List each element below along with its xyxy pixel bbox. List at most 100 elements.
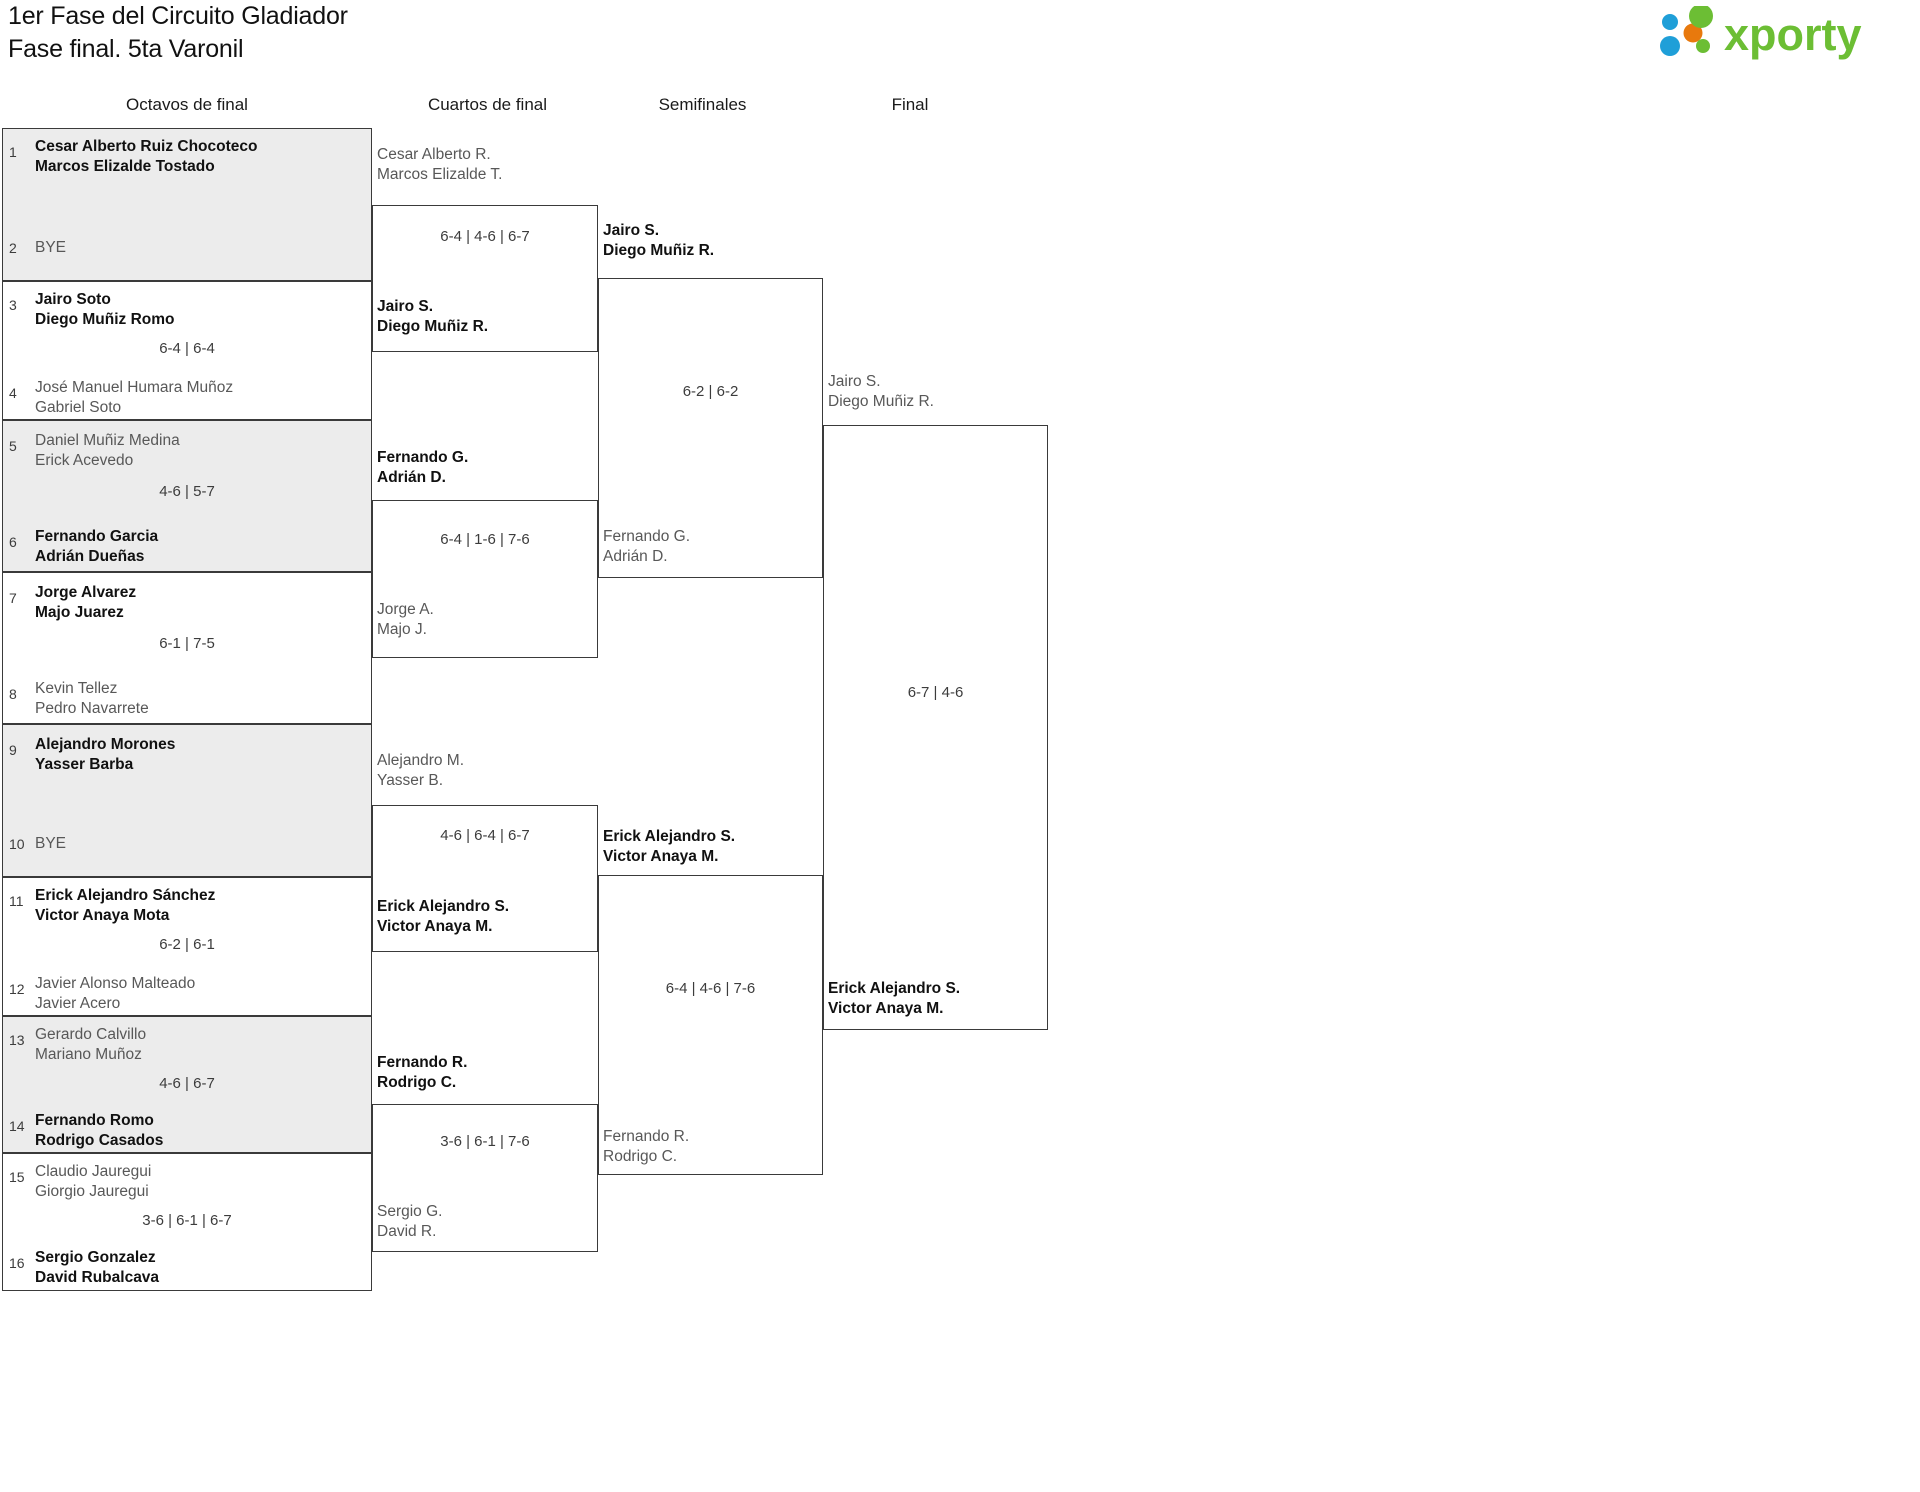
player-2: Yasser Barba: [35, 755, 134, 773]
sf-1-team-bottom[interactable]: Fernando G. Adrián D.: [603, 527, 690, 567]
qf-3-team-top[interactable]: Alejandro M. Yasser B.: [377, 751, 464, 791]
r16-match-7[interactable]: 13 Gerardo Calvillo Mariano Muñoz 4-6 | …: [2, 1016, 372, 1153]
r16-slot-2[interactable]: 2 BYE: [3, 231, 371, 258]
r16-slot-5[interactable]: 5 Daniel Muñiz Medina Erick Acevedo: [3, 429, 371, 471]
player-1: Jorge Alvarez: [35, 584, 137, 601]
final-score: 6-7 | 4-6: [907, 684, 964, 701]
player-1: Fernando Garcia: [35, 528, 159, 545]
player-1: BYE: [35, 239, 67, 256]
player-1: Cesar Alberto Ruiz Chocoteco: [35, 138, 258, 155]
player-1: Claudio Jauregui: [35, 1163, 152, 1180]
qf-4-team-bottom[interactable]: Sergio G. David R.: [377, 1202, 442, 1242]
player-1: Fernando G.: [377, 449, 469, 466]
player-2: Majo Juarez: [35, 603, 124, 621]
r16-slot-14[interactable]: 14 Fernando Romo Rodrigo Casados: [3, 1109, 371, 1151]
team-names: Gerardo Calvillo Mariano Muñoz: [35, 1023, 146, 1065]
seed-number: 4: [9, 385, 17, 401]
player-1: Fernando Romo: [35, 1112, 154, 1129]
logo-dot-green-big: [1689, 4, 1713, 28]
r16-slot-16[interactable]: 16 Sergio Gonzalez David Rubalcava: [3, 1246, 371, 1288]
team-names: Daniel Muñiz Medina Erick Acevedo: [35, 429, 180, 471]
final-team-top[interactable]: Jairo S. Diego Muñiz R.: [828, 372, 934, 412]
r16-slot-12[interactable]: 12 Javier Alonso Malteado Javier Acero: [3, 972, 371, 1014]
player-1: Jairo S.: [377, 298, 433, 315]
player-2: Giorgio Jauregui: [35, 1182, 149, 1200]
player-2: Adrián D.: [603, 547, 668, 565]
player-1: Cesar Alberto R.: [377, 146, 491, 163]
qf-3-connector: [372, 805, 598, 952]
r16-match-5[interactable]: 9 Alejandro Morones Yasser Barba 10 BYE: [2, 724, 372, 877]
player-2: Pedro Navarrete: [35, 699, 149, 717]
sf-2-score: 6-4 | 4-6 | 7-6: [665, 980, 756, 997]
team-names: Fernando Romo Rodrigo Casados: [35, 1109, 163, 1151]
title-line-2: Fase final. 5ta Varonil: [8, 35, 244, 63]
r16-match-1[interactable]: 1 Cesar Alberto Ruiz Chocoteco Marcos El…: [2, 128, 372, 281]
player-1: Erick Alejandro S.: [603, 828, 736, 845]
player-1: Erick Alejandro S.: [828, 980, 961, 997]
r16-match-4[interactable]: 7 Jorge Alvarez Majo Juarez 6-1 | 7-5 8 …: [2, 572, 372, 724]
player-2: Diego Muñiz R.: [377, 317, 489, 335]
player-2: Diego Muñiz Romo: [35, 310, 175, 328]
sf-1-team-top[interactable]: Jairo S. Diego Muñiz R.: [603, 221, 714, 261]
r16-slot-13[interactable]: 13 Gerardo Calvillo Mariano Muñoz: [3, 1023, 371, 1065]
seed-number: 3: [9, 297, 17, 313]
team-names: Sergio Gonzalez David Rubalcava: [35, 1246, 159, 1288]
player-1: Sergio G.: [377, 1203, 443, 1220]
player-2: David Rubalcava: [35, 1268, 160, 1286]
player-2: Majo J.: [377, 620, 427, 638]
qf-3-team-bottom[interactable]: Erick Alejandro S. Victor Anaya M.: [377, 897, 509, 937]
qf-1-team-bottom[interactable]: Jairo S. Diego Muñiz R.: [377, 297, 488, 337]
r16-slot-10[interactable]: 10 BYE: [3, 827, 371, 854]
logo-wordmark: xporty: [1724, 9, 1862, 60]
xporty-logo[interactable]: xporty: [1648, 4, 1898, 64]
round-header-final: Final: [891, 95, 929, 114]
r16-slot-15[interactable]: 15 Claudio Jauregui Giorgio Jauregui: [3, 1160, 371, 1202]
round-header-octavos: Octavos de final: [126, 95, 248, 114]
team-names: BYE: [35, 231, 66, 258]
r16-slot-6[interactable]: 6 Fernando Garcia Adrián Dueñas: [3, 525, 371, 567]
player-1: Jorge A.: [377, 601, 434, 618]
r16-slot-3[interactable]: 3 Jairo Soto Diego Muñiz Romo: [3, 288, 371, 330]
player-2: Erick Acevedo: [35, 451, 134, 469]
qf-1-team-top[interactable]: Cesar Alberto R. Marcos Elizalde T.: [377, 145, 502, 185]
player-2: Diego Muñiz R.: [828, 392, 934, 410]
seed-number: 6: [9, 534, 17, 550]
player-1: Jairo S.: [603, 222, 659, 239]
team-names: Fernando Garcia Adrián Dueñas: [35, 525, 158, 567]
team-names: Jorge Alvarez Majo Juarez: [35, 581, 136, 623]
r16-match-6[interactable]: 11 Erick Alejandro Sánchez Victor Anaya …: [2, 877, 372, 1016]
qf-2-team-bottom[interactable]: Jorge A. Majo J.: [377, 600, 434, 640]
final-team-bottom-champion[interactable]: Erick Alejandro S. Victor Anaya M.: [828, 979, 960, 1019]
r16-slot-9[interactable]: 9 Alejandro Morones Yasser Barba: [3, 733, 371, 775]
sf-2-team-top[interactable]: Erick Alejandro S. Victor Anaya M.: [603, 827, 735, 867]
r16-slot-11[interactable]: 11 Erick Alejandro Sánchez Victor Anaya …: [3, 884, 371, 926]
final-connector: [823, 425, 1048, 1030]
team-names: Cesar Alberto Ruiz Chocoteco Marcos Eliz…: [35, 135, 258, 177]
player-2: Marcos Elizalde T.: [377, 165, 503, 183]
r16-slot-4[interactable]: 4 José Manuel Humara Muñoz Gabriel Soto: [3, 376, 371, 418]
r16-slot-1[interactable]: 1 Cesar Alberto Ruiz Chocoteco Marcos El…: [3, 135, 371, 177]
player-2: Rodrigo Casados: [35, 1131, 164, 1149]
player-1: Fernando R.: [377, 1054, 468, 1071]
qf-2-team-top[interactable]: Fernando G. Adrián D.: [377, 448, 468, 488]
sf-2-team-bottom[interactable]: Fernando R. Rodrigo C.: [603, 1127, 689, 1167]
team-names: Kevin Tellez Pedro Navarrete: [35, 677, 149, 719]
r16-slot-7[interactable]: 7 Jorge Alvarez Majo Juarez: [3, 581, 371, 623]
player-1: Erick Alejandro Sánchez: [35, 887, 216, 904]
player-1: Alejandro M.: [377, 752, 465, 769]
qf-2-score: 6-4 | 1-6 | 7-6: [440, 531, 530, 548]
r16-match-8[interactable]: 15 Claudio Jauregui Giorgio Jauregui 3-6…: [2, 1153, 372, 1291]
r16-match-3[interactable]: 5 Daniel Muñiz Medina Erick Acevedo 4-6 …: [2, 420, 372, 572]
logo-dot-orange: [1683, 23, 1703, 43]
player-2: Victor Anaya M.: [828, 999, 944, 1017]
r16-score-3: 4-6 | 5-7: [159, 483, 215, 500]
player-2: Javier Acero: [35, 994, 121, 1012]
player-1: Alejandro Morones: [35, 736, 176, 753]
player-2: Gabriel Soto: [35, 398, 122, 416]
player-2: Rodrigo C.: [377, 1073, 457, 1091]
r16-match-2[interactable]: 3 Jairo Soto Diego Muñiz Romo 6-4 | 6-4 …: [2, 281, 372, 420]
r16-slot-8[interactable]: 8 Kevin Tellez Pedro Navarrete: [3, 677, 371, 719]
sf-1-connector: [598, 278, 823, 578]
qf-4-team-top[interactable]: Fernando R. Rodrigo C.: [377, 1053, 467, 1093]
